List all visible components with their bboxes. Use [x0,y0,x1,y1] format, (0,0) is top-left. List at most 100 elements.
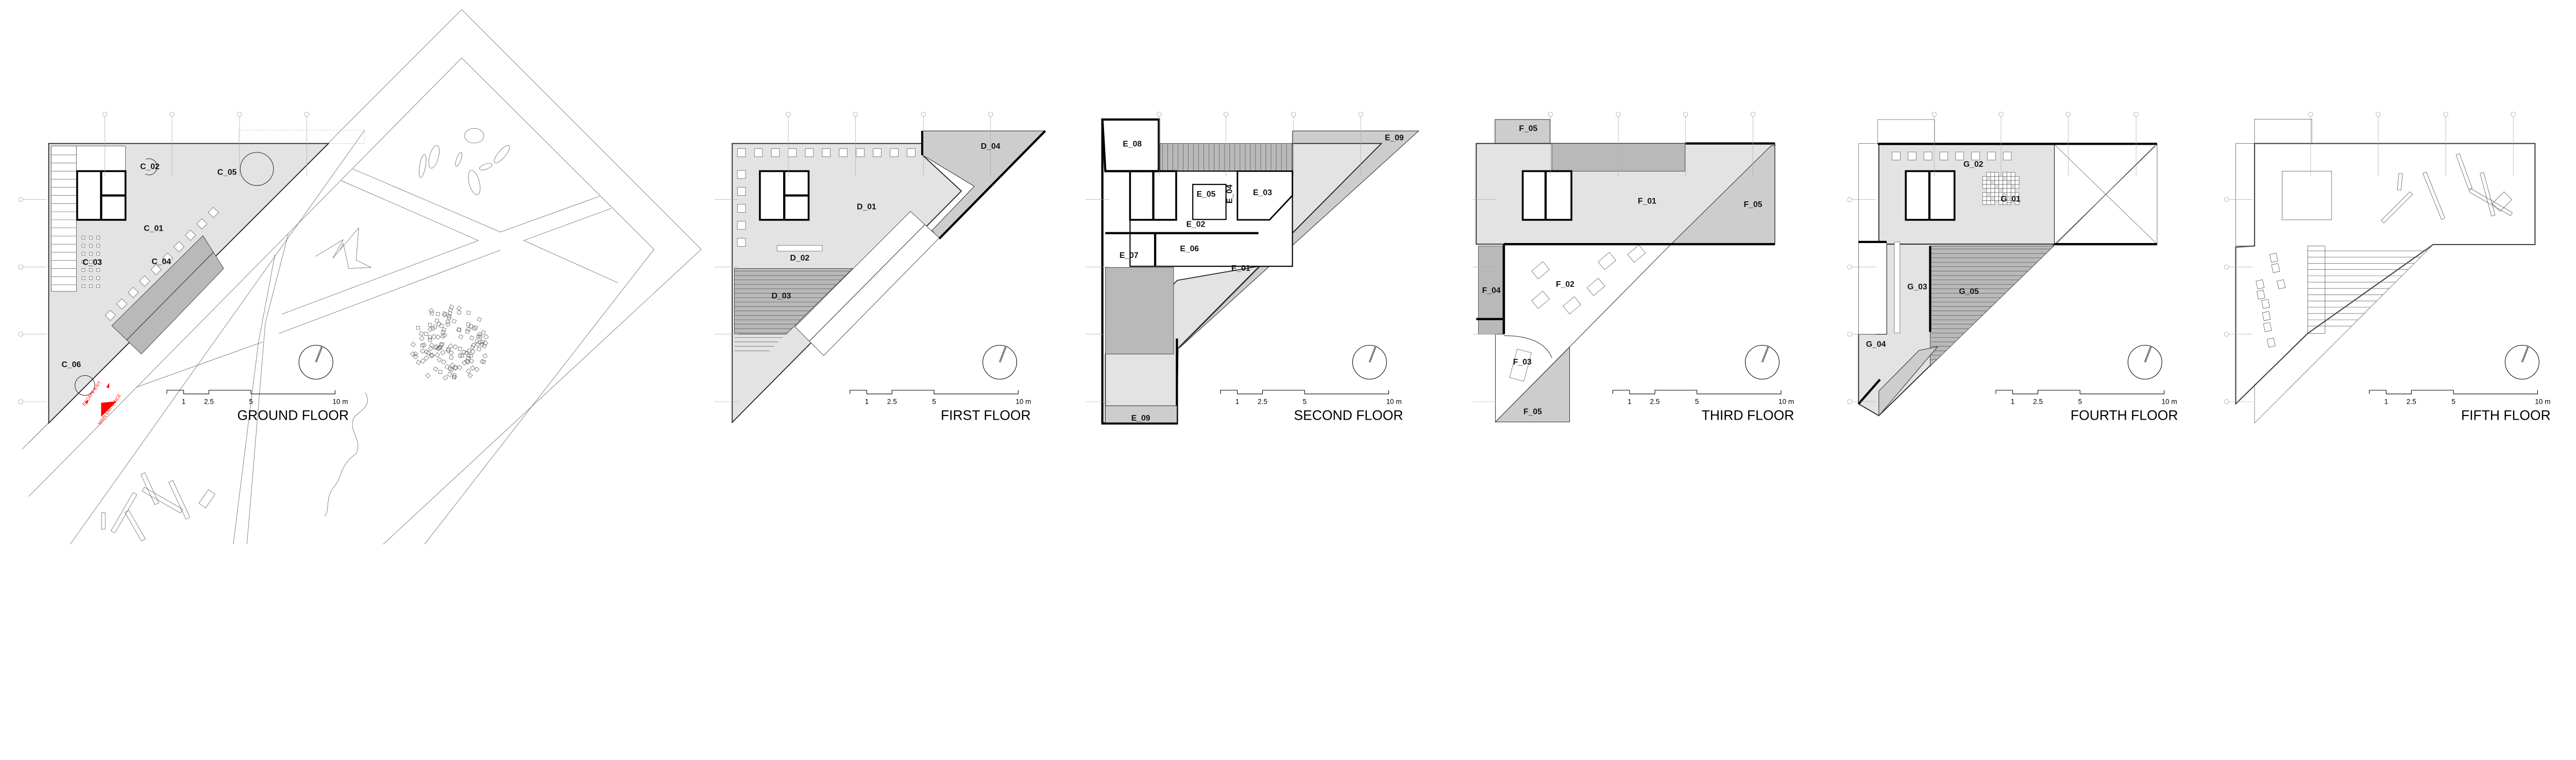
shelf-unit [1982,196,1987,201]
shelf-unit [1986,188,1991,193]
tree [432,324,437,330]
tree [452,344,458,350]
tree [476,335,481,339]
shelf-unit [1982,176,1987,181]
grid-axis-marker [1291,112,1296,117]
north-arrow-needle [1369,346,1376,362]
tree [457,347,463,351]
room-label: G_01 [2001,195,2021,203]
tree [482,353,488,358]
scale-bar-label: 10 m [2535,398,2550,406]
tree [470,365,476,371]
grid-axis-marker [304,112,309,117]
tree [428,326,433,332]
sculpture-bar [198,489,215,508]
room-label: F_01 [1638,197,1656,206]
park-path [352,168,600,232]
tree [445,321,451,327]
tree [458,334,464,339]
tree [428,323,432,327]
grid-axis-marker [1157,112,1162,117]
sculpture-bars [101,472,215,542]
exterior-wall [1101,119,1178,425]
display-plinth [737,148,746,157]
desk [1598,252,1617,270]
tree-cluster [410,304,489,381]
street-edge [70,130,365,545]
storage-e08 [1101,118,1160,172]
tree [469,335,474,341]
grid-axis-marker [2224,197,2229,202]
seat [89,284,93,288]
roof-outline [2235,143,2536,405]
tree [477,332,482,337]
scale-bar-label: 2.5 [1258,398,1267,406]
desk [1531,290,1550,309]
display-plinths [737,148,916,247]
shelf-unit [1990,176,1995,181]
grid-axis-marker [1847,264,1852,270]
ground-floor-plan: ESCAPE EXIT MAIN ENTRANCE [22,9,702,545]
desk [1586,278,1605,296]
grid-axis-marker [853,112,858,117]
sculpture-bar [140,472,159,505]
north-arrow-icon [982,344,1018,379]
grid-axis-marker [2133,112,2139,117]
room-label: E_02 [1187,220,1206,229]
room-label: E_04 [1225,184,1234,203]
scale-bar-label: 5 [249,398,253,406]
shelf-unit [1994,188,1999,193]
scale-bar-label: 1 [2011,398,2015,406]
shelf-unit [1986,180,1991,185]
rooftop-box [1877,119,1935,144]
tree [483,334,489,340]
grid-axis-marker [1548,112,1553,117]
grid-axis-marker [1847,332,1852,337]
desk [1563,296,1582,315]
shelf-unit [1986,184,1991,189]
sculpture-bar [101,512,106,530]
scale-bar-label: 1 [865,398,869,406]
display-plinth [890,148,899,157]
grid-axis-marker [237,112,242,117]
floor-plans-sheet: ESCAPE EXIT MAIN ENTRANCE [18,9,2551,545]
meeting-room-wall [1504,335,1552,358]
display-plinth [139,275,150,287]
tree [420,358,426,364]
shelf-unit [2007,184,2011,189]
shelf-unit [1990,192,1995,197]
room-label: E_01 [1231,264,1250,273]
grid-axis-marker [2376,112,2381,117]
display-plinth [105,309,116,321]
room-label: C_06 [61,360,81,369]
grid-axis-marker [2224,264,2229,270]
stair-hall [1105,267,1174,355]
sculpture-bar [124,510,146,542]
display-plinth [822,148,831,157]
revolving-door [74,375,95,396]
seat [89,236,93,239]
scale-bar-label: 5 [1302,398,1307,406]
workstations [1531,245,1646,315]
shelf-unit [2014,176,2020,181]
shelf-unit [1998,176,2003,181]
tree [477,347,482,352]
scale-bar-label: 5 [932,398,936,406]
bench [2263,322,2272,332]
room-label: F_02 [1556,280,1574,289]
tree [410,342,416,348]
first-floor-plan [732,130,1046,424]
room-label: E_06 [1180,245,1199,253]
tree [466,348,472,354]
park-path [279,250,501,334]
seat [81,244,86,248]
display-plinth [754,148,763,157]
seating-ellipse [428,145,439,169]
tree [451,319,457,324]
roof-sculpture [2468,188,2513,216]
tree [466,368,471,374]
seat [89,268,93,272]
sculpture-bar [168,480,191,520]
grid-axis-marker [18,399,23,404]
